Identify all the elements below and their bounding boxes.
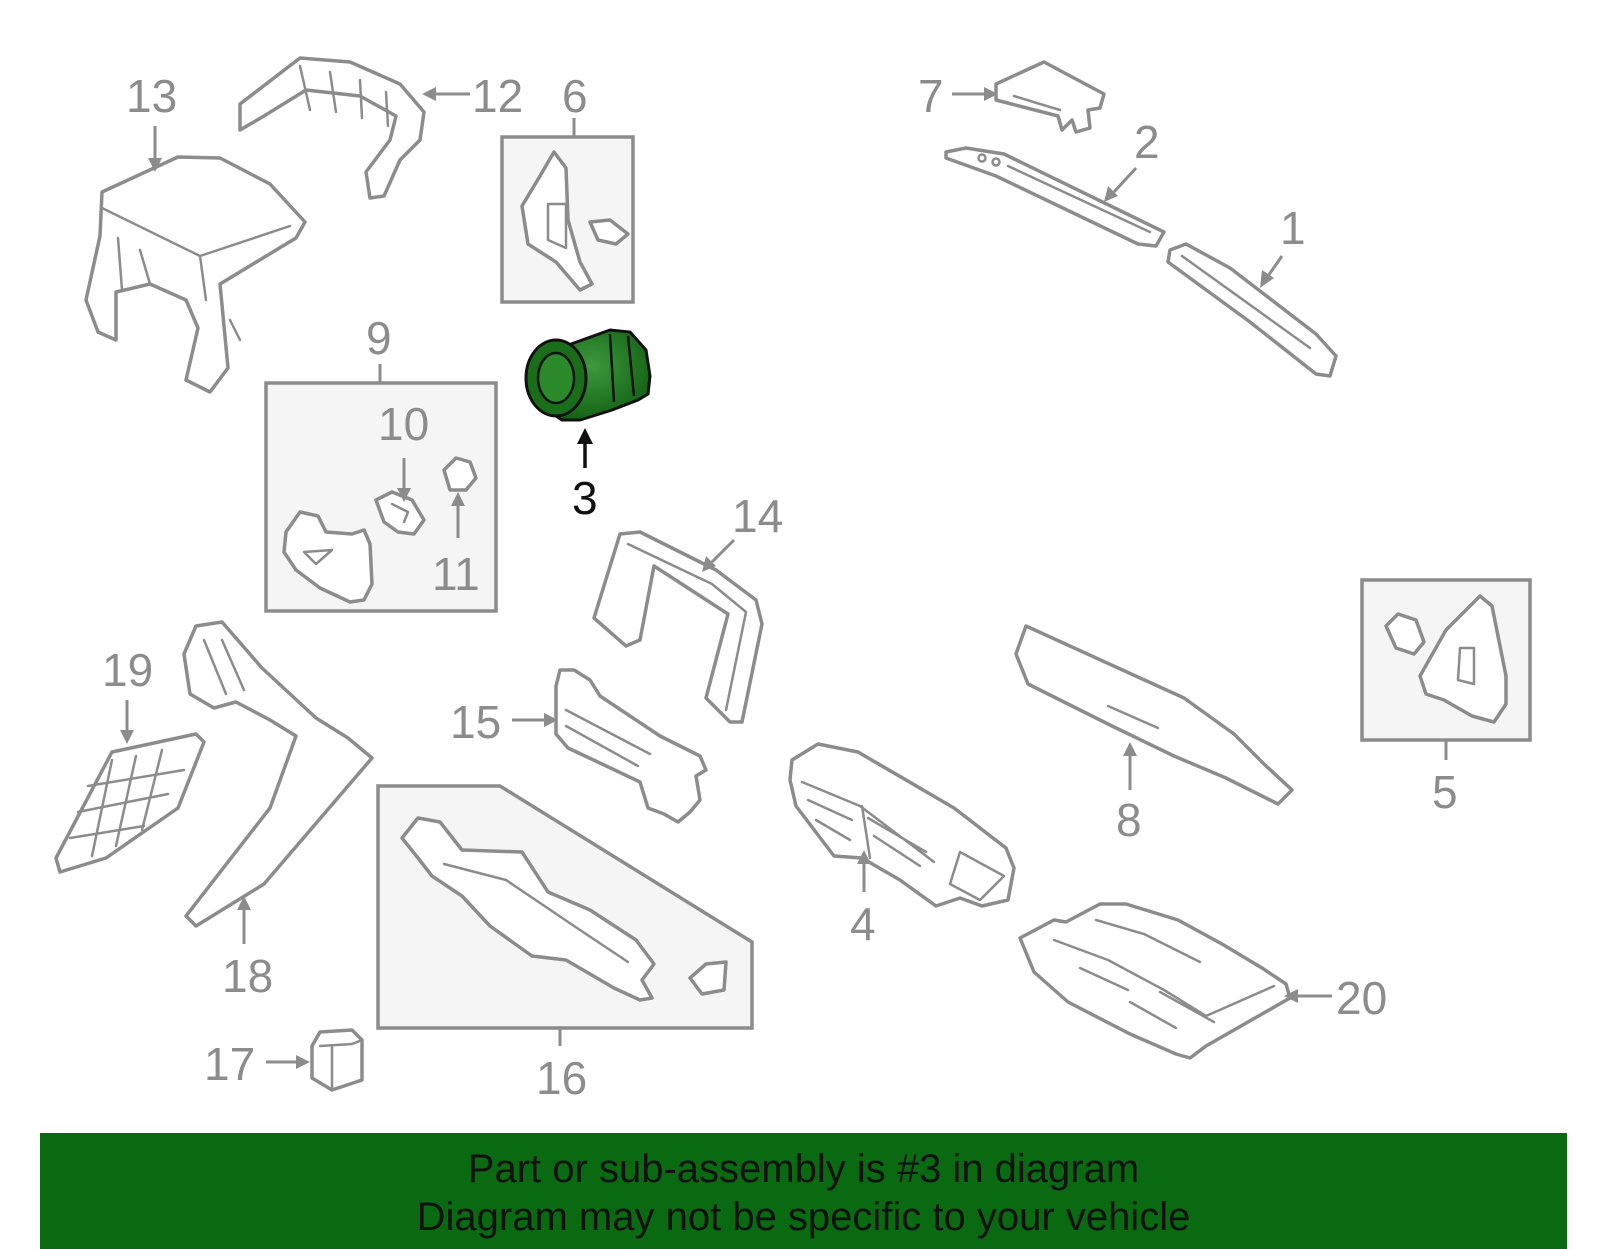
part-15-bracket[interactable] (554, 668, 708, 824)
part-5-box[interactable] (1360, 578, 1532, 742)
callout-3: 3 (572, 472, 598, 524)
callout-11: 11 (432, 548, 480, 600)
callout-5: 5 (1432, 766, 1458, 818)
part-6-box[interactable] (500, 135, 635, 304)
callout-4: 4 (850, 898, 876, 950)
part-17-clip[interactable] (310, 1028, 364, 1092)
part-13-cluster-hood[interactable] (84, 155, 307, 394)
callout-14: 14 (732, 490, 783, 542)
callout-1: 1 (1280, 202, 1306, 254)
callout-8: 8 (1116, 794, 1142, 846)
callout-20: 20 (1336, 972, 1387, 1024)
callout-16: 16 (536, 1052, 587, 1104)
part-19-grille[interactable] (54, 732, 206, 874)
part-4-center-vent[interactable] (788, 742, 1016, 908)
callout-18: 18 (222, 950, 273, 1002)
leader-lines (120, 87, 1448, 1069)
part-14-frame[interactable] (592, 530, 764, 724)
callout-13: 13 (126, 70, 177, 122)
part-7-cover[interactable] (994, 60, 1106, 134)
callout-labels: 13 12 6 7 2 1 9 3 10 11 14 19 15 8 5 4 1… (102, 70, 1458, 1104)
callout-19: 19 (102, 644, 153, 696)
part-16-box[interactable] (376, 784, 754, 1030)
part-20-tray[interactable] (1018, 902, 1292, 1060)
part-3-air-vent[interactable] (524, 328, 652, 422)
part-2-trim-strip[interactable] (944, 146, 1166, 248)
part-1-trim-strip[interactable] (1166, 242, 1338, 378)
callout-6: 6 (562, 70, 588, 122)
callout-17: 17 (204, 1038, 255, 1090)
callout-9: 9 (366, 312, 392, 364)
info-banner: Part or sub-assembly is #3 in diagram Di… (40, 1133, 1567, 1249)
callout-10: 10 (378, 398, 429, 450)
part-18-pillar-trim[interactable] (182, 620, 374, 928)
callout-7: 7 (918, 70, 944, 122)
callout-12: 12 (472, 70, 523, 122)
callout-2: 2 (1134, 116, 1160, 168)
callout-15: 15 (450, 696, 501, 748)
banner-line-disclaimer: Diagram may not be specific to your vehi… (416, 1195, 1191, 1239)
part-8-dash-trim[interactable] (1014, 624, 1294, 806)
part-12-upper-bezel[interactable] (238, 56, 426, 200)
banner-line-part-number: Part or sub-assembly is #3 in diagram (467, 1147, 1140, 1191)
